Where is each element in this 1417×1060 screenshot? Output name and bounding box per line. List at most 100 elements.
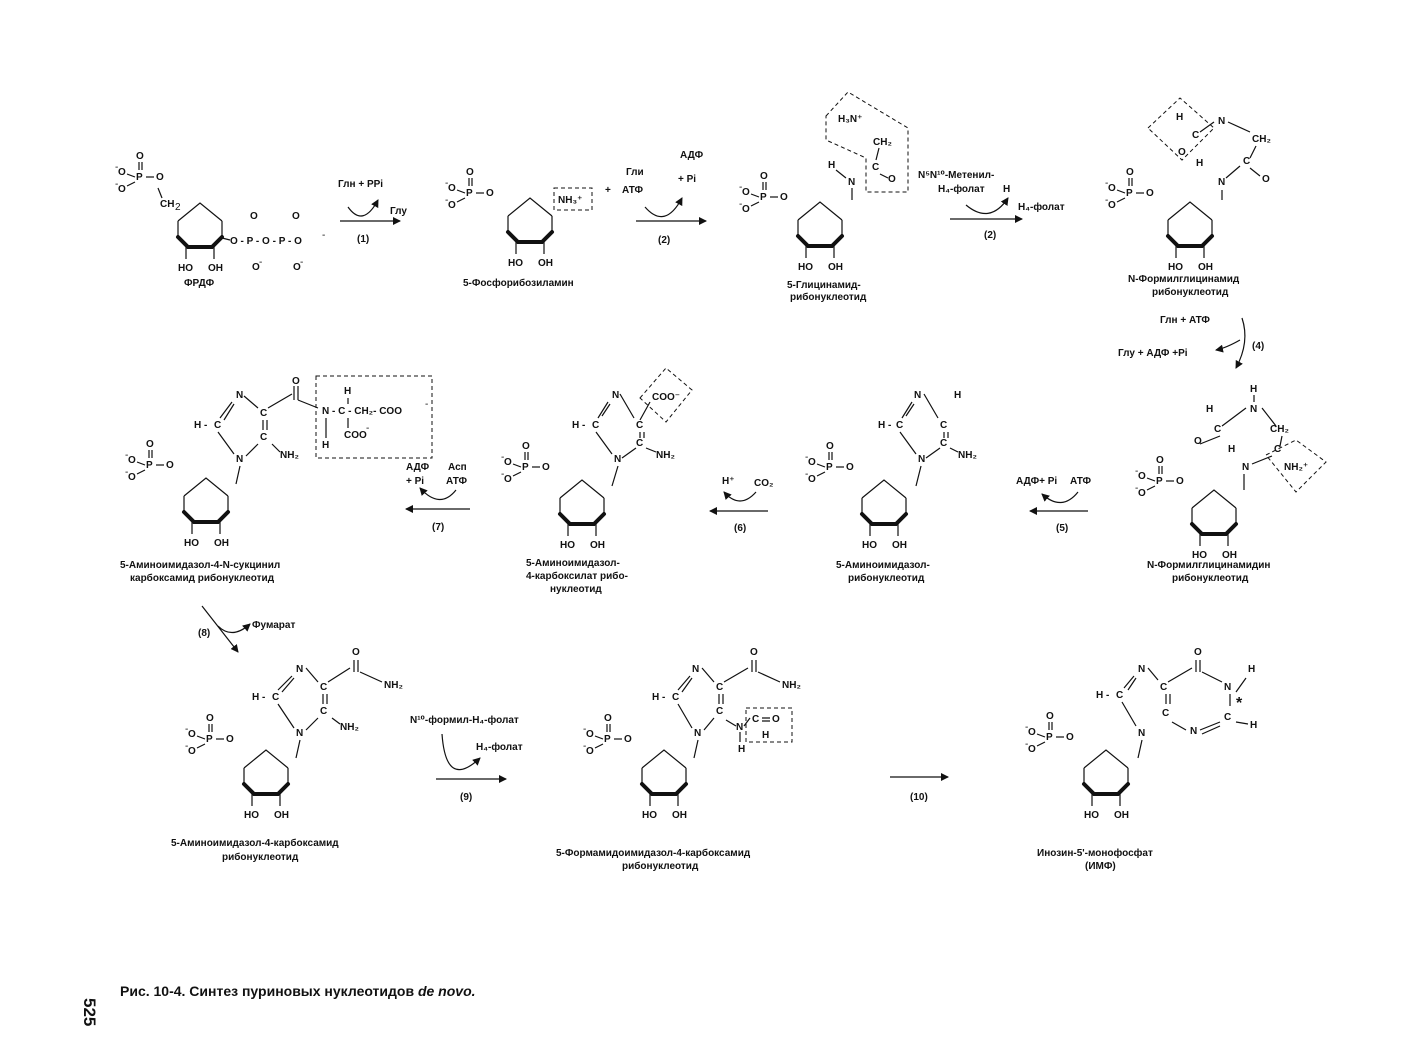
svg-text:O: O	[292, 376, 300, 387]
svg-text:O: O	[1194, 647, 1202, 658]
svg-text:АДФ: АДФ	[680, 150, 704, 161]
page-number: 525	[80, 998, 99, 1026]
reaction-step-7: АДФ + Pi Асп АТФ (7)	[405, 462, 470, 533]
svg-text:-: -	[259, 257, 262, 268]
svg-text:N: N	[612, 390, 619, 401]
svg-text:H: H	[1176, 112, 1183, 123]
svg-text:N¹⁰-формил-H₄-фолат: N¹⁰-формил-H₄-фолат	[410, 714, 519, 726]
svg-text:(4): (4)	[1252, 341, 1264, 352]
gar-structure: N H H₃N⁺ CH₂ CO 5-Глицинамид- рибонуклео…	[738, 91, 909, 303]
svg-text:+: +	[605, 185, 611, 196]
svg-text:(8): (8)	[198, 628, 210, 639]
svg-text:АТФ: АТФ	[446, 476, 467, 487]
svg-text:N⁵N¹⁰-Метенил-: N⁵N¹⁰-Метенил-	[918, 170, 994, 181]
svg-text:H: H	[828, 160, 835, 171]
svg-text:H: H	[344, 386, 351, 397]
svg-text:-: -	[366, 423, 369, 434]
svg-text:COO: COO	[344, 430, 367, 441]
svg-text:H: H	[322, 440, 329, 451]
reaction-step-2a: Гли АТФ АДФ + Pi (2)	[622, 150, 707, 246]
svg-text:H -: H -	[652, 692, 665, 703]
svg-text:C: C	[1214, 424, 1221, 435]
label-fgam-2: рибонуклеотид	[1172, 572, 1249, 584]
svg-text:(5): (5)	[1056, 523, 1068, 534]
svg-text:(2): (2)	[658, 235, 670, 246]
svg-text:Рис. 10-4. Синтез пуриновых ну: Рис. 10-4. Синтез пуриновых нуклеотидов …	[120, 983, 476, 999]
svg-text:N: N	[614, 454, 621, 465]
svg-text:C: C	[1160, 682, 1167, 693]
svg-text:N: N	[236, 454, 243, 465]
svg-text:H₄-фолат: H₄-фолат	[476, 741, 523, 753]
svg-text:2: 2	[175, 202, 181, 213]
svg-text:N: N	[1224, 682, 1231, 693]
svg-text:N: N	[1242, 462, 1249, 473]
svg-text:H -: H -	[194, 420, 207, 431]
svg-text:H -: H -	[572, 420, 585, 431]
svg-text:O: O	[352, 647, 360, 658]
svg-text:O: O	[292, 211, 300, 222]
reaction-step-9: N¹⁰-формил-H₄-фолат H₄-фолат (9)	[410, 714, 523, 803]
svg-text:C: C	[260, 432, 267, 443]
svg-text:O - P - O - P - O: O - P - O - P - O	[230, 236, 302, 247]
svg-text:C: C	[672, 692, 679, 703]
svg-text:O: O	[1262, 174, 1270, 185]
label-aicar-1: 5-Аминоимидазол-4-карбоксамид	[171, 837, 339, 849]
svg-text:O: O	[772, 714, 780, 725]
svg-text:C: C	[592, 420, 599, 431]
svg-text:NH₂: NH₂	[384, 680, 403, 691]
svg-text:C: C	[1116, 690, 1123, 701]
svg-text:C: C	[260, 408, 267, 419]
label-fgam-1: N-Формилглицинамидин	[1147, 560, 1270, 571]
reaction-step-3: N⁵N¹⁰-Метенил- H₄-фолат H H₄-фолат (2)	[918, 170, 1065, 241]
svg-text:N: N	[694, 728, 701, 739]
svg-text:C: C	[940, 438, 947, 449]
svg-text:N - C - CH₂- COO: N - C - CH₂- COO	[322, 406, 402, 417]
svg-text:O: O	[888, 174, 896, 185]
svg-text:C: C	[1162, 708, 1169, 719]
svg-text:АДФ: АДФ	[406, 462, 430, 473]
svg-text:CH₂: CH₂	[1270, 424, 1289, 435]
svg-text:N: N	[1190, 726, 1197, 737]
svg-text:H: H	[738, 744, 745, 755]
svg-text:N: N	[1218, 116, 1225, 127]
svg-text:O: O	[1178, 147, 1186, 158]
svg-text:C: C	[752, 714, 759, 725]
svg-text:C: C	[320, 682, 327, 693]
svg-text:(10): (10)	[910, 792, 928, 803]
svg-text:Глу + АДФ +Pi: Глу + АДФ +Pi	[1118, 348, 1188, 359]
svg-text:O: O	[250, 211, 258, 222]
label-gar-1: 5-Глицинамид-	[787, 280, 861, 291]
svg-text:C: C	[896, 420, 903, 431]
label-imp-2: (ИМФ)	[1085, 861, 1116, 872]
svg-text:*: *	[1236, 695, 1243, 712]
label-fgar-2: рибонуклеотид	[1152, 286, 1229, 298]
reaction-step-1: Глн + PPi Глу (1)	[338, 179, 407, 245]
svg-text:H: H	[954, 390, 961, 401]
svg-text:NH₂: NH₂	[656, 450, 675, 461]
svg-text:H: H	[1250, 720, 1257, 731]
svg-text:+ Pi: + Pi	[678, 174, 696, 185]
svg-text:H₄-фолат: H₄-фолат	[1018, 201, 1065, 213]
svg-text:H -: H -	[1096, 690, 1109, 701]
svg-text:АТФ: АТФ	[1070, 476, 1091, 487]
svg-text:C: C	[214, 420, 221, 431]
svg-text:(7): (7)	[432, 522, 444, 533]
label-air-2: рибонуклеотид	[848, 572, 925, 584]
svg-text:Гли: Гли	[626, 167, 644, 178]
svg-text:H⁺: H⁺	[722, 476, 735, 487]
svg-text:C: C	[636, 420, 643, 431]
reaction-step-4: Глн + АТФ Глу + АДФ +Pi (4)	[1118, 315, 1264, 369]
svg-text:CH₂: CH₂	[873, 137, 892, 148]
cair-structure: N H - C C C NH₂ N COO⁻ 5-Аминоимидазол- …	[500, 367, 693, 595]
svg-text:COO⁻: COO⁻	[652, 392, 680, 403]
svg-text:(2): (2)	[984, 230, 996, 241]
svg-text:N: N	[296, 664, 303, 675]
svg-text:C: C	[1243, 156, 1250, 167]
label-air-1: 5-Аминоимидазол-	[836, 560, 930, 571]
svg-text:Глу: Глу	[390, 206, 407, 217]
svg-text:Глн + PPi: Глн + PPi	[338, 179, 383, 190]
svg-text:-: -	[300, 257, 303, 268]
svg-text:CH₂: CH₂	[1252, 134, 1271, 145]
svg-text:N: N	[1138, 664, 1145, 675]
